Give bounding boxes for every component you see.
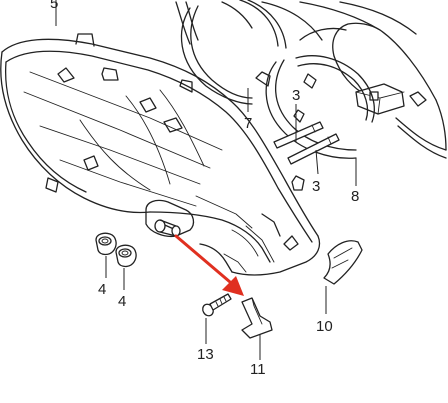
grommet-left [95, 232, 117, 256]
red-arrow [174, 234, 244, 296]
callout-5: 5 [50, 0, 58, 12]
bracket [241, 297, 273, 339]
callout-3-upper: 3 [292, 87, 300, 104]
gauge-housing [175, 1, 447, 159]
callout-4-left: 4 [98, 281, 106, 298]
grommet-right [115, 244, 137, 268]
callout-11: 11 [250, 361, 266, 378]
callout-13: 13 [197, 346, 214, 363]
callout-10: 10 [316, 318, 333, 335]
cover-piece [323, 240, 363, 285]
callout-8: 8 [351, 188, 359, 205]
leader-lines [55, 0, 357, 360]
gauge-ring-7 [180, 0, 287, 105]
callout-3-lower: 3 [312, 178, 320, 195]
callout-4-right: 4 [118, 293, 126, 310]
pin-upper [273, 121, 324, 149]
callout-7: 7 [244, 115, 252, 132]
screw [202, 293, 232, 317]
gauge-ring-8 [265, 55, 375, 159]
callouts: 5 7 3 3 8 4 4 10 13 11 [50, 0, 359, 378]
cluster-housing [0, 33, 321, 276]
pin-lower [287, 133, 340, 165]
